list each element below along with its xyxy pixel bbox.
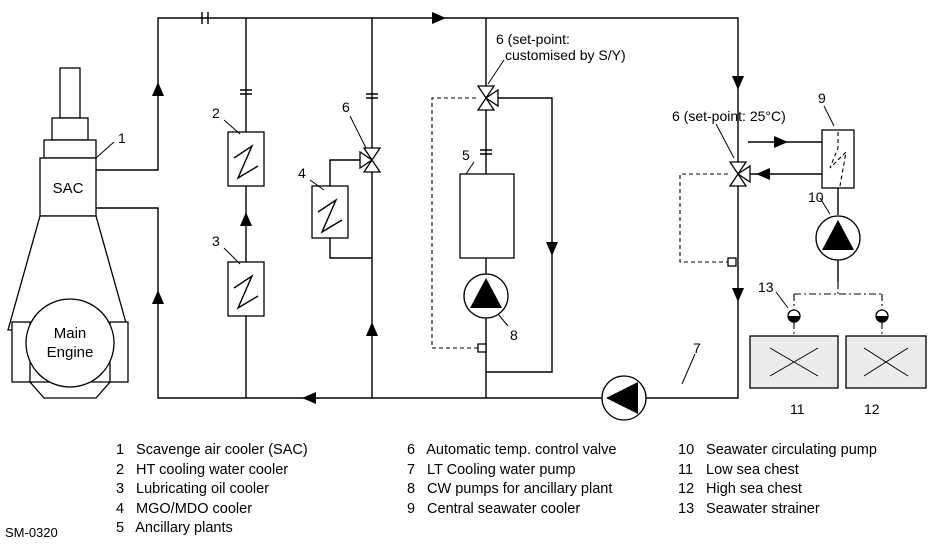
ancillary-plants	[459, 173, 515, 259]
callout-7: 7	[693, 340, 701, 356]
flow-arrows	[152, 12, 788, 404]
orifices	[201, 12, 492, 155]
callout-4: 4	[298, 165, 306, 181]
callout-10: 10	[808, 189, 824, 205]
callout-12: 12	[864, 401, 880, 417]
lt-cooling-water-pump	[601, 375, 647, 421]
legend-column-2: 6 Automatic temp. control valve 7 LT Coo…	[407, 441, 616, 519]
legend-item: 9 Central seawater cooler	[407, 500, 581, 517]
control-line-lt	[679, 173, 728, 263]
callout-11: 11	[790, 401, 805, 417]
callout-9: 9	[818, 90, 826, 106]
temp-sensor-lt	[727, 257, 737, 267]
legend-item: 12 High sea chest	[678, 481, 802, 497]
engine-label-line1: Main	[54, 325, 87, 342]
legend-column-3: 10 Seawater circulating pump 11 Low sea …	[678, 441, 877, 519]
callout-1: 1	[118, 130, 126, 146]
seawater-circulating-pump	[815, 215, 861, 261]
legend-item: 11 Low sea chest	[678, 461, 799, 478]
sac-label: SAC	[53, 180, 84, 197]
callout-8: 8	[510, 327, 518, 343]
cw-pump-ancillary	[463, 273, 509, 319]
legend-item: 5 Ancillary plants	[116, 520, 233, 536]
legend-column-1: 1 Scavenge air cooler (SAC) 2 HT cooling…	[116, 441, 308, 539]
engine-label-line2: Engine	[47, 344, 94, 361]
control-valve-ancillary	[476, 85, 499, 111]
callout-6-ancillary-line1: 6 (set-point:	[496, 31, 570, 47]
callout-6-lt: 6 (set-point: 25°C)	[672, 108, 786, 124]
legend-item: 10 Seawater circulating pump	[678, 442, 877, 458]
ht-cooling-water-cooler	[227, 131, 265, 187]
pipe-network	[96, 17, 839, 399]
seawater-strainer-low	[787, 309, 801, 323]
seawater-strainer-high	[875, 309, 889, 323]
main-engine: SAC Main Engine	[7, 67, 129, 399]
legend-item: 7 LT Cooling water pump	[407, 461, 576, 478]
drawing-code: SM-0320	[5, 525, 58, 540]
callout-13: 13	[758, 279, 774, 295]
lubricating-oil-cooler	[227, 261, 265, 317]
legend-item: 2 HT cooling water cooler	[116, 461, 289, 478]
callout-leaders	[95, 59, 835, 385]
control-valve-mgo	[359, 147, 382, 173]
control-valve-lt	[728, 161, 751, 187]
callout-2: 2	[212, 105, 220, 121]
callout-5: 5	[462, 147, 470, 163]
callout-6-mgo: 6	[342, 99, 350, 115]
central-seawater-cooler	[821, 129, 855, 189]
legend-item: 4 MGO/MDO cooler	[116, 500, 253, 517]
callout-6-ancillary-line2: customised by S/Y)	[505, 47, 626, 63]
legend-item: 3 Lubricating oil cooler	[116, 481, 270, 497]
legend-item: 6 Automatic temp. control valve	[407, 442, 617, 458]
strainer-connection	[793, 282, 883, 334]
low-sea-chest	[749, 335, 839, 389]
legend-item: 1 Scavenge air cooler (SAC)	[116, 442, 308, 458]
mgo-mdo-cooler	[311, 185, 349, 239]
temp-sensor-ancillary	[477, 343, 487, 353]
legend-item: 13 Seawater strainer	[678, 500, 820, 517]
callout-3: 3	[212, 233, 220, 249]
high-sea-chest	[845, 335, 927, 389]
legend-item: 8 CW pumps for ancillary plant	[407, 481, 613, 497]
control-line-ancillary	[431, 97, 478, 349]
